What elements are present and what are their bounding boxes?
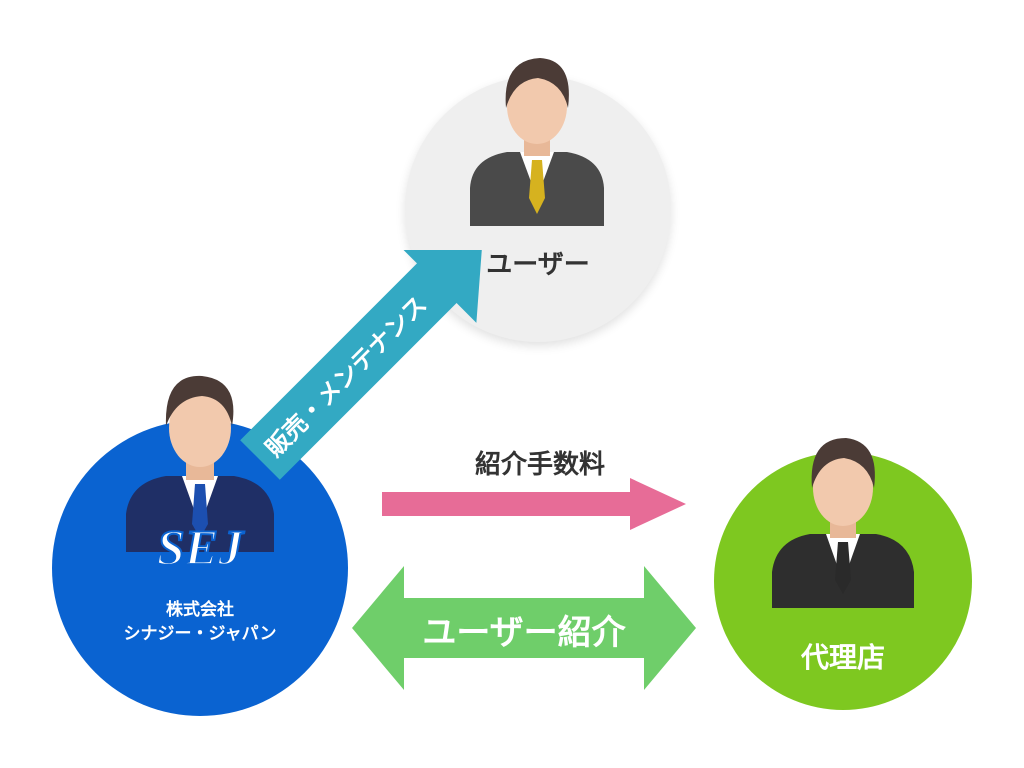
referral-fee-label: 紹介手数料 bbox=[474, 450, 605, 480]
sej-logo-text: SEJ bbox=[157, 519, 245, 575]
company-person-icon bbox=[126, 375, 274, 552]
sales-maintenance-label: 販売・メンテナンス bbox=[260, 290, 432, 462]
user-referral-arrow bbox=[352, 566, 696, 690]
agent-person-icon bbox=[772, 438, 914, 608]
referral-fee-arrow bbox=[382, 478, 686, 530]
sej-logo: SEJ bbox=[156, 518, 246, 576]
agent-label: 代理店 bbox=[800, 641, 885, 674]
user-referral-label: ユーザー紹介 bbox=[422, 613, 626, 653]
company-name: 株式会社 シナジー・ジャパン bbox=[102, 598, 298, 646]
user-person-icon bbox=[470, 58, 604, 226]
company-name-line2: シナジー・ジャパン bbox=[123, 624, 277, 644]
user-label: ユーザー bbox=[486, 250, 590, 280]
sales-maintenance-arrow: 販売・メンテナンス bbox=[240, 250, 483, 480]
company-name-line1: 株式会社 bbox=[166, 600, 234, 620]
